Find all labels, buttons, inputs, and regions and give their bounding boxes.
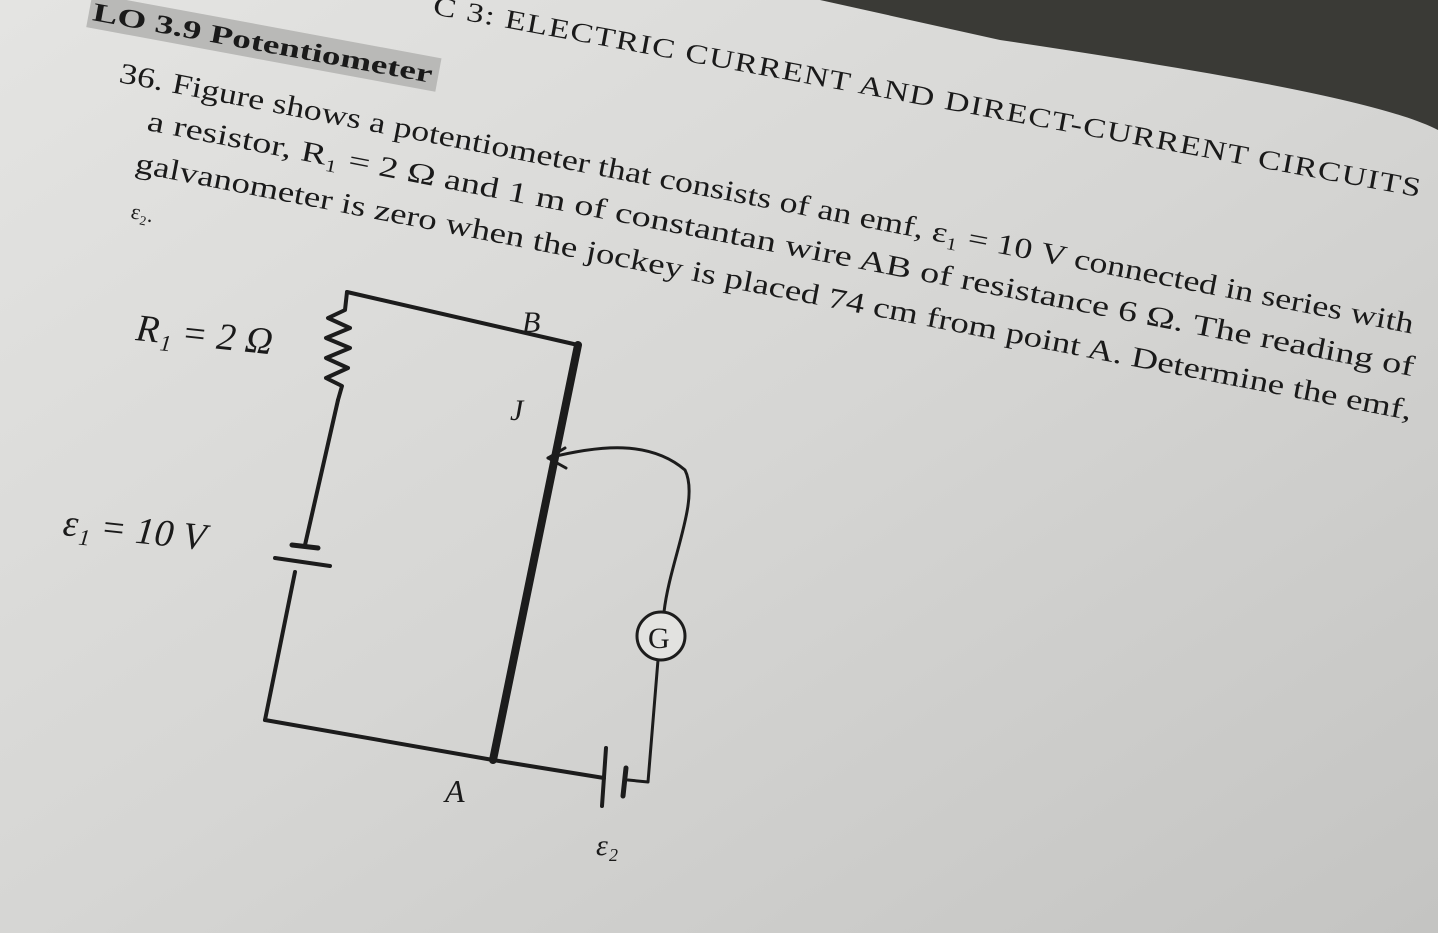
section-tag-background	[86, 0, 442, 92]
resistor-zigzag	[324, 290, 352, 402]
galvanometer-icon	[635, 610, 687, 662]
potentiometer-circuit	[263, 290, 691, 808]
question-line-4: ε₂.	[129, 198, 156, 227]
galvanometer-lower-lead	[626, 658, 660, 784]
left-wire-upper	[303, 398, 340, 547]
emf2-long-plate	[600, 746, 608, 808]
left-wire-lower	[263, 570, 297, 722]
top-wire	[345, 290, 580, 347]
jockey-lead	[546, 446, 691, 614]
emf2-short-plate	[620, 765, 629, 799]
emf2-label: ε₂	[596, 829, 618, 862]
point-b-label: B	[522, 306, 540, 339]
galvanometer-label: G	[648, 622, 670, 655]
jockey-arrow-icon	[546, 446, 568, 470]
emf1-short-plate	[289, 542, 321, 551]
point-a-label: A	[443, 773, 465, 809]
wire-ab	[489, 341, 582, 764]
point-j-label: J	[510, 394, 525, 427]
dark-background-corner	[820, 0, 1438, 130]
emf1-long-plate	[273, 556, 332, 568]
